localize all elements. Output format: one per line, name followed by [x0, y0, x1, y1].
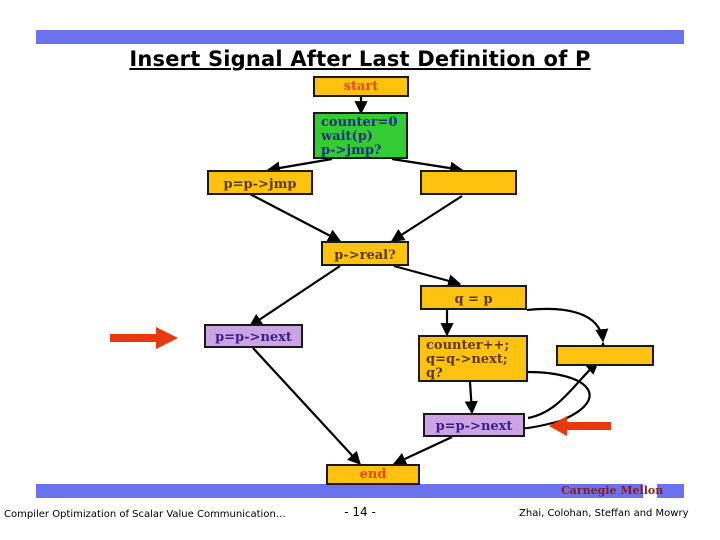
flow-node-counter-increment[interactable]: counter++; q=q->next; q?	[418, 335, 528, 382]
flow-node-init[interactable]: counter=0 wait(p) p->jmp?	[313, 112, 408, 159]
flow-node-empty-right-lower[interactable]	[556, 345, 654, 366]
flow-node-p-real[interactable]: p->real?	[321, 241, 409, 266]
flow-node-p-equals-p-jmp[interactable]: p=p->jmp	[207, 170, 313, 195]
footer-paper-title: Compiler Optimization of Scalar Value Co…	[4, 509, 286, 520]
footer-page-number: - 14 -	[344, 505, 376, 519]
flow-node-end[interactable]: end	[326, 464, 420, 485]
top-decoration-bar	[36, 30, 684, 44]
slide-title: Insert Signal After Last Definition of P	[129, 47, 591, 71]
brand-label: Carnegie Mellon	[561, 484, 664, 497]
flow-node-p-equals-p-next-left[interactable]: p=p->next	[204, 324, 303, 348]
flow-node-p-equals-p-next-bottom[interactable]: p=p->next	[423, 413, 525, 437]
red-pointer-arrow-right-icon	[110, 327, 178, 349]
bottom-decoration-bar	[36, 484, 643, 498]
bottom-accent-bar	[657, 484, 684, 498]
flow-node-empty-right-upper[interactable]	[420, 170, 517, 195]
flow-node-start[interactable]: start	[313, 76, 409, 97]
footer-authors: Zhai, Colohan, Steffan and Mowry	[519, 508, 689, 519]
flow-node-q-equals-p[interactable]: q = p	[420, 285, 527, 310]
red-pointer-arrow-left-icon	[549, 416, 611, 436]
